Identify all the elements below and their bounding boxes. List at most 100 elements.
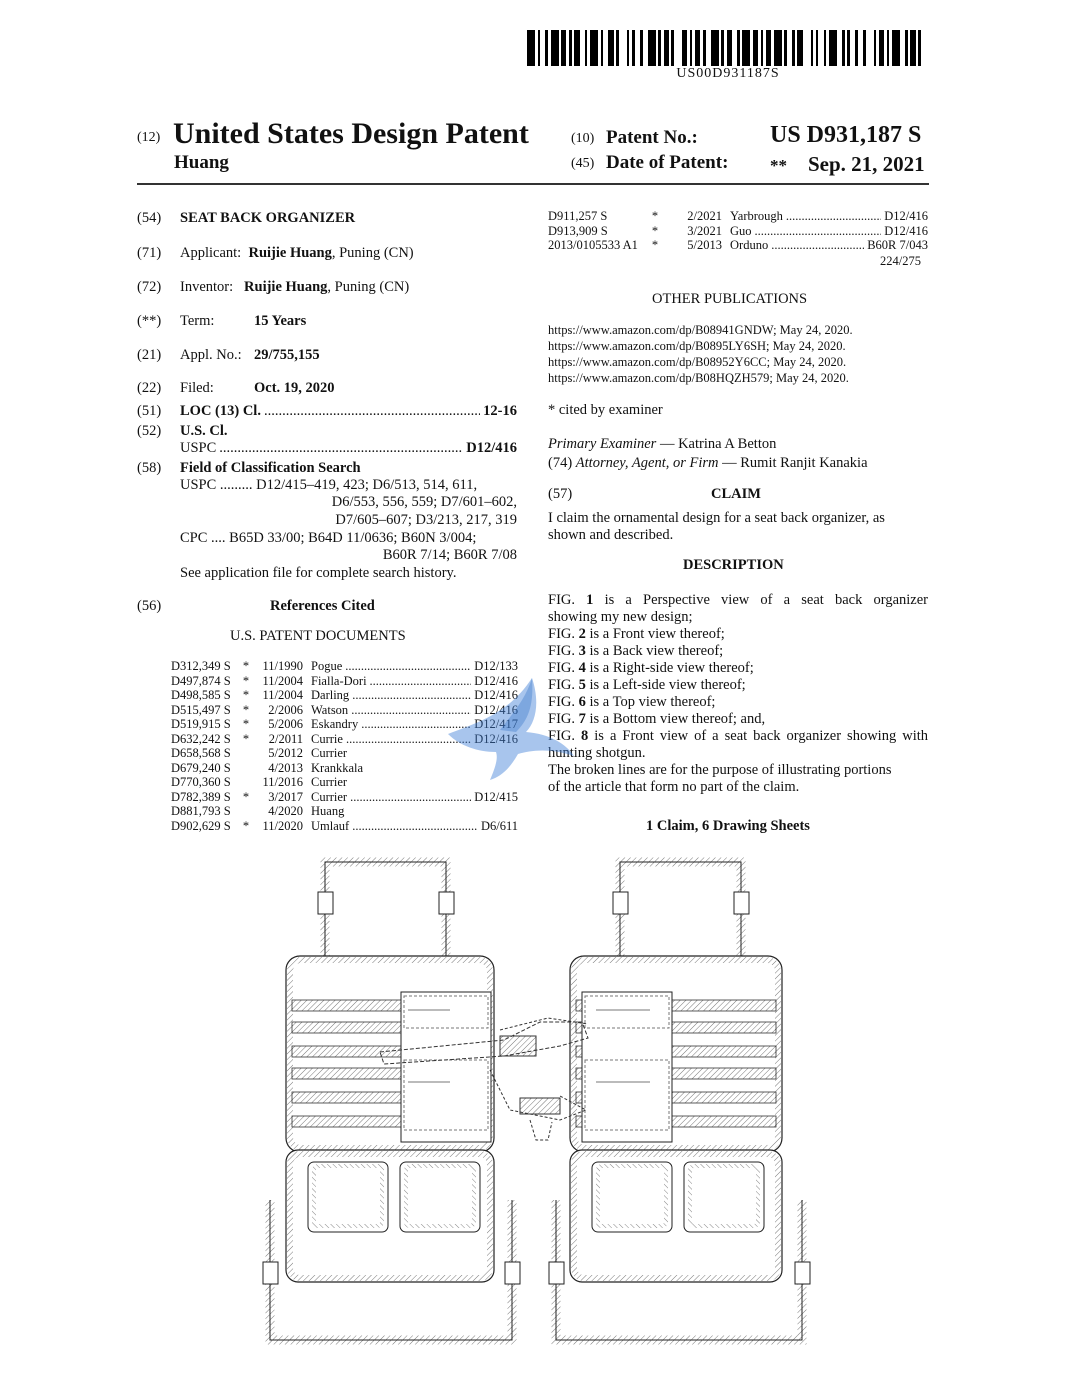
primary-examiner-name: — Katrina A Betton bbox=[656, 436, 777, 452]
barcode-bar bbox=[863, 30, 866, 66]
barcode-bar bbox=[663, 30, 669, 66]
field-search-line-4: CPC .... B65D 33/00; B64D 11/0636; B60N … bbox=[180, 530, 477, 546]
barcode-bar bbox=[742, 30, 751, 66]
code-52: (52) bbox=[137, 423, 162, 439]
barcode-bar bbox=[681, 30, 688, 66]
description-text: FIG. bbox=[548, 728, 582, 744]
invention-title: SEAT BACK ORGANIZER bbox=[180, 210, 356, 226]
barcode-bar bbox=[566, 30, 569, 66]
barcode-bar bbox=[813, 30, 816, 66]
barcode-bar bbox=[608, 30, 614, 66]
organizer-right-view bbox=[548, 857, 811, 1345]
barcode-bar bbox=[826, 30, 829, 66]
reference-class: D12/416 bbox=[474, 688, 518, 702]
reference-leader: ........................................… bbox=[352, 688, 471, 702]
reference-name: Currier bbox=[311, 775, 348, 789]
description-line: FIG. 8 is a Front view of a seat back or… bbox=[548, 728, 928, 745]
reference-num: D632,242 S bbox=[171, 731, 231, 746]
references-cited-heading: References Cited bbox=[270, 598, 375, 614]
description-text: FIG. bbox=[548, 643, 579, 659]
appl-no-label: Appl. No.: bbox=[180, 347, 242, 363]
field-search-line-5: B60R 7/14; B60R 7/08 bbox=[382, 547, 517, 563]
other-pub-2: https://www.amazon.com/dp/B0895LY6SH; Ma… bbox=[548, 339, 846, 353]
barcode-bar bbox=[844, 30, 848, 66]
barcode-bar bbox=[784, 30, 787, 66]
header-code-45: (45) bbox=[571, 156, 595, 171]
uspc-label: USPC bbox=[180, 440, 217, 456]
reference-name: Currie bbox=[311, 731, 343, 746]
reference-num: D312,349 S bbox=[171, 659, 231, 673]
reference-num: D881,793 S bbox=[171, 804, 231, 818]
header-rule bbox=[137, 183, 929, 185]
description-line: FIG. 2 is a Front view thereof; bbox=[548, 626, 928, 643]
watermark-logo bbox=[448, 678, 574, 780]
barcode-bar bbox=[687, 30, 690, 66]
us-cl-label: U.S. Cl. bbox=[180, 423, 228, 439]
code-54: (54) bbox=[137, 210, 162, 226]
other-pub-4: https://www.amazon.com/dp/B08HQZH579; Ma… bbox=[548, 371, 849, 385]
barcode-bar bbox=[773, 30, 782, 66]
reference-date: 3/2021 bbox=[687, 223, 722, 238]
reference-num: D515,497 S bbox=[171, 702, 231, 717]
reference-num: D658,568 S bbox=[171, 746, 231, 760]
barcode-bar bbox=[548, 30, 551, 66]
reference-num: D913,909 S bbox=[548, 223, 608, 238]
term-value: 15 Years bbox=[254, 313, 307, 329]
barcode-bar bbox=[674, 30, 682, 66]
uspc-row: USPC D12/416 bbox=[180, 440, 517, 457]
barcode-bar bbox=[571, 30, 575, 66]
reference-star: * bbox=[242, 731, 250, 746]
reference-class: D12/416 bbox=[474, 673, 518, 688]
applicant-label: Applicant: bbox=[180, 245, 242, 261]
barcode-bar bbox=[771, 30, 774, 66]
barcode-bar bbox=[758, 30, 761, 66]
barcode bbox=[527, 30, 929, 66]
uspc-value: D12/416 bbox=[466, 440, 517, 456]
barcode-bar bbox=[710, 30, 719, 66]
primary-examiner-label: Primary Examiner bbox=[548, 436, 657, 452]
code-71: (71) bbox=[137, 245, 162, 261]
barcode-bar bbox=[527, 30, 535, 66]
reference-date: 2/2021 bbox=[687, 209, 722, 223]
figure-number: 7 bbox=[578, 711, 586, 727]
description-text: FIG. bbox=[548, 677, 579, 693]
attorney: (74) Attorney, Agent, or Firm — Rumit Ra… bbox=[548, 455, 868, 472]
description-text: FIG. bbox=[548, 626, 579, 642]
barcode-bar bbox=[655, 30, 659, 66]
reference-leader: ........................................… bbox=[361, 717, 472, 731]
barcode-bar bbox=[647, 30, 656, 66]
attorney-code: (74) bbox=[548, 455, 573, 471]
reference-date: 4/2020 bbox=[268, 804, 303, 818]
barcode-bar bbox=[910, 30, 916, 66]
reference-date: 5/2012 bbox=[268, 746, 303, 760]
description-text: of the article that form no part of the … bbox=[548, 779, 800, 795]
other-pub-3: https://www.amazon.com/dp/B08952Y6CC; Ma… bbox=[548, 355, 847, 369]
barcode-bar bbox=[899, 30, 905, 66]
barcode-bar bbox=[671, 30, 674, 66]
barcode-bar bbox=[750, 30, 753, 66]
description-text: The broken lines are for the purpose of … bbox=[548, 762, 892, 778]
figure-number: 3 bbox=[578, 643, 586, 659]
barcode-bar bbox=[618, 30, 627, 66]
reference-name: Pogue bbox=[311, 659, 343, 673]
reference-num: D770,360 S bbox=[171, 775, 231, 789]
barcode-number: US00D931187S bbox=[676, 66, 780, 81]
reference-leader: ........................................… bbox=[350, 789, 471, 804]
reference-num: 2013/0105533 A1 bbox=[548, 238, 638, 252]
barcode-bar bbox=[574, 30, 580, 66]
barcode-bar bbox=[915, 30, 919, 66]
date-of-patent-label: Date of Patent: bbox=[606, 152, 729, 173]
barcode-bar bbox=[584, 30, 588, 66]
us-patent-docs-heading: U.S. PATENT DOCUMENTS bbox=[230, 628, 406, 644]
barcode-bar bbox=[752, 30, 758, 66]
claim-text-line-2: shown and described. bbox=[548, 527, 674, 543]
barcode-bar bbox=[723, 30, 727, 66]
code-57: (57) bbox=[548, 486, 573, 502]
barcode-bar bbox=[920, 30, 929, 66]
barcode-bar bbox=[878, 30, 884, 66]
description-text: hunting shotgun. bbox=[548, 745, 646, 761]
